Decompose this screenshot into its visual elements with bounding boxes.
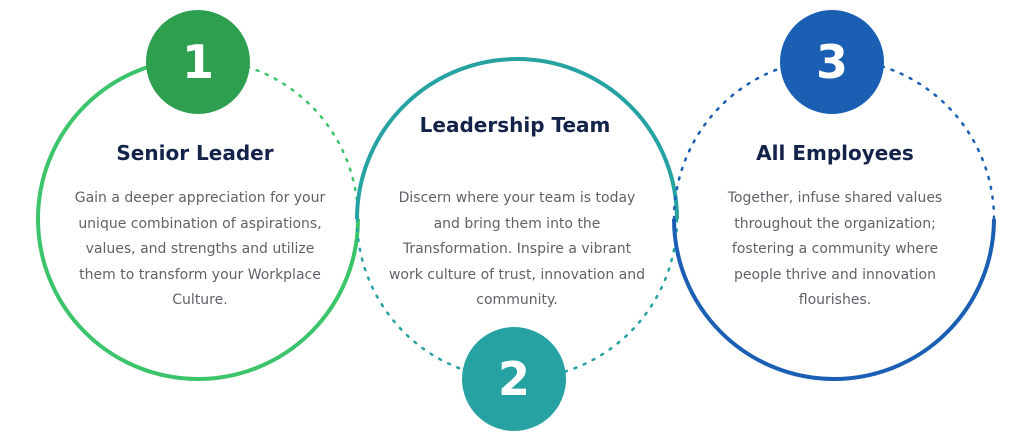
step-2-title: Leadership Team bbox=[419, 113, 611, 137]
step-3-number-badge: 3 bbox=[780, 10, 884, 114]
step-2-description: Discern where your team is today and bri… bbox=[388, 190, 646, 308]
step-1-title: Senior Leader bbox=[116, 141, 274, 165]
step-1-number-badge: 1 bbox=[146, 10, 250, 114]
step-1-description: Gain a deeper appreciation for your uniq… bbox=[74, 190, 326, 308]
step-2-number-badge: 2 bbox=[462, 327, 566, 431]
step-3-title: All Employees bbox=[756, 141, 914, 165]
step-3-description: Together, infuse shared values throughou… bbox=[727, 190, 943, 308]
step-2-ring-solid bbox=[355, 57, 679, 220]
step-1-ring-solid bbox=[36, 57, 360, 381]
step-3-ring-solid bbox=[672, 218, 996, 381]
